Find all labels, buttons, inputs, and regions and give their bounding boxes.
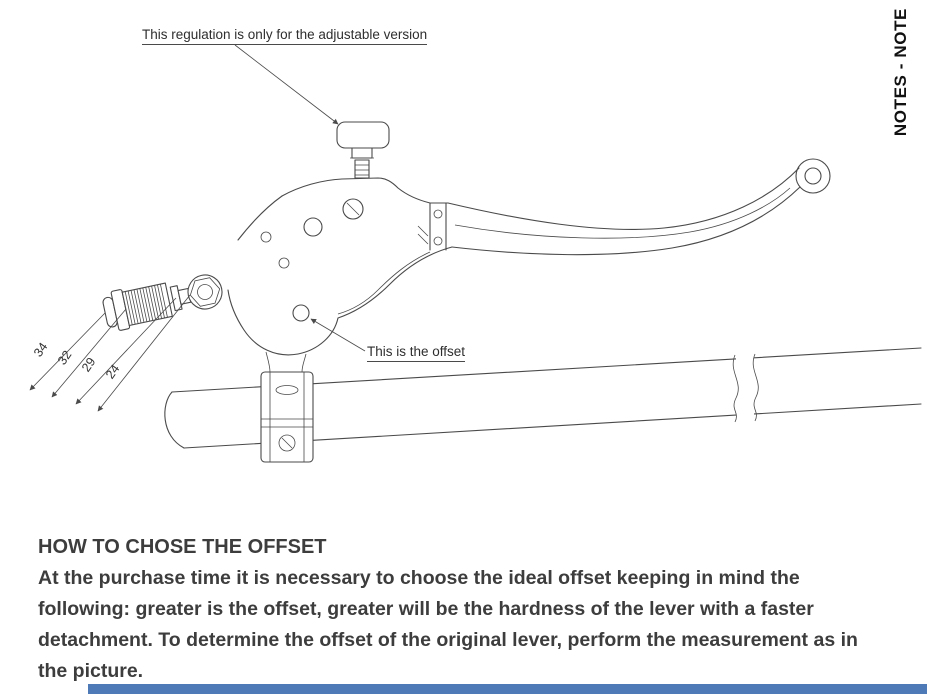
lever-tip-ring [795,158,831,194]
lever-pivot [417,202,447,251]
dimension-label-29: 29 [79,355,98,374]
dimension-lines: 34 32 29 24 [29,294,191,412]
section-heading: HOW TO CHOSE THE OFFSET [38,536,327,558]
offset-annotation: This is the offset [367,344,466,362]
master-cylinder-body [227,177,453,373]
side-note-vertical-label: NOTES - NOTE [891,8,910,137]
dimension-label-32: 32 [55,348,74,367]
offset-hole [292,304,310,322]
leader-lines [234,44,366,352]
bar-clamp [260,371,314,463]
dimension-label-34: 34 [31,340,50,359]
regulation-annotation: This regulation is only for the adjustab… [142,27,428,45]
lever-blade [447,158,831,256]
section-body: At the purchase time it is necessary to … [38,567,858,682]
dimension-label-24: 24 [103,362,122,381]
bottom-accent-bar [88,684,927,694]
top-adjuster-knob [336,121,390,179]
technical-drawing: 34 32 29 24 [29,44,922,463]
span-adjuster [102,274,223,331]
